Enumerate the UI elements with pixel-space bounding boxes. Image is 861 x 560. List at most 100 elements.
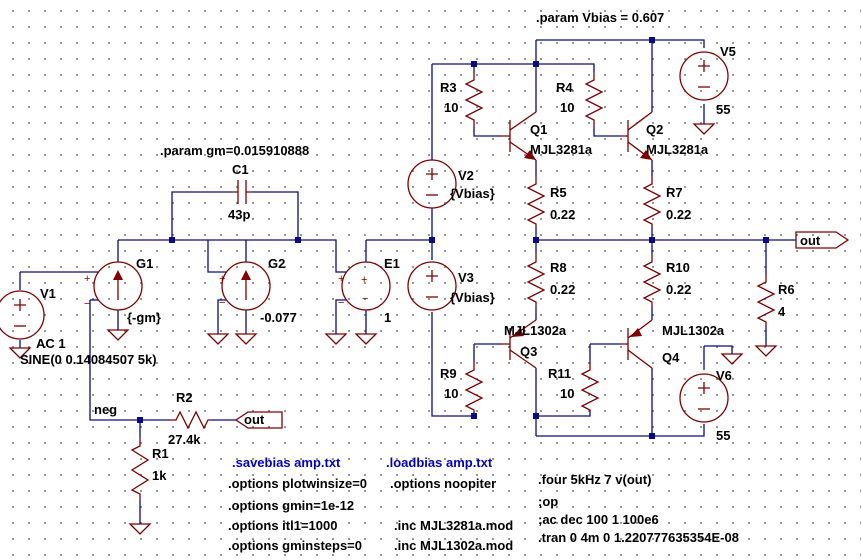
label-r3-name: R3 xyxy=(440,80,457,95)
label-v1-ac: AC 1 xyxy=(36,336,66,351)
label-r9-name: R9 xyxy=(440,366,457,381)
label-v2-value: {Vbias} xyxy=(450,186,495,201)
capacitor-c1[interactable] xyxy=(232,180,252,204)
directive-inc-3281: .inc MJL3281a.mod xyxy=(394,518,513,533)
transistor-q1[interactable] xyxy=(502,111,537,161)
label-r7-name: R7 xyxy=(666,185,683,200)
directive-tran: .tran 0 4m 0 1.220777635354E-08 xyxy=(538,530,739,545)
label-q4-name: Q4 xyxy=(662,350,680,365)
directive-inc-1302: .inc MJL1302a.mod xyxy=(394,538,513,553)
label-r2-name: R2 xyxy=(176,390,193,405)
svg-text:−: − xyxy=(84,298,90,310)
label-r5-name: R5 xyxy=(550,185,567,200)
label-r4-name: R4 xyxy=(556,80,573,95)
label-v6-name: V6 xyxy=(716,368,732,383)
vccs-g2[interactable]: + − xyxy=(219,261,271,311)
resistor-r3[interactable] xyxy=(464,72,484,126)
param-gm: .param gm=0.015910888 xyxy=(160,143,309,158)
label-q2-model: MJL3281a xyxy=(646,142,709,157)
svg-text:+: + xyxy=(338,273,344,285)
label-r8-name: R8 xyxy=(550,260,567,275)
label-v3-name: V3 xyxy=(458,270,474,285)
resistor-r1[interactable] xyxy=(130,438,150,500)
label-r6-value: 4 xyxy=(778,304,786,319)
label-v2-name: V2 xyxy=(458,168,474,183)
voltage-source-v5[interactable] xyxy=(679,51,729,101)
net-flag-out-main[interactable]: out xyxy=(795,231,850,249)
label-g2-value: -0.077 xyxy=(260,310,297,325)
directive-loadbias: .loadbias amp.txt xyxy=(386,455,493,470)
label-g2-name: G2 xyxy=(268,256,285,271)
label-g1-value: {-gm} xyxy=(127,310,161,325)
vcvs-e1[interactable]: + − + − xyxy=(338,261,391,311)
ground-symbols xyxy=(8,123,778,535)
svg-text:−: − xyxy=(219,297,225,309)
resistor-r6[interactable] xyxy=(756,274,776,326)
junction-dots xyxy=(137,37,769,439)
svg-text:−: − xyxy=(362,293,368,305)
param-vbias: .param Vbias = 0.607 xyxy=(536,10,664,25)
net-label-out-main: out xyxy=(800,233,821,248)
label-r5-value: 0.22 xyxy=(550,207,575,222)
spice-directives: .savebias amp.txt .loadbias amp.txt .opt… xyxy=(228,455,739,553)
net-flag-out-feedback[interactable]: out xyxy=(234,411,283,429)
label-r10-name: R10 xyxy=(666,260,690,275)
wires xyxy=(19,39,796,524)
resistor-r8[interactable] xyxy=(526,254,546,306)
label-q2-name: Q2 xyxy=(646,122,663,137)
label-r6-name: R6 xyxy=(778,282,795,297)
resistor-r7[interactable] xyxy=(642,176,662,226)
label-q1-model: MJL3281a xyxy=(530,142,593,157)
label-r11-name: R11 xyxy=(548,366,571,381)
svg-text:+: + xyxy=(84,273,90,285)
net-label-out-feedback: out xyxy=(244,412,265,427)
label-r4-value: 10 xyxy=(560,100,574,115)
label-c1-name: C1 xyxy=(232,162,249,177)
resistor-r5[interactable] xyxy=(526,176,546,226)
label-r8-value: 0.22 xyxy=(550,282,575,297)
transistor-q4[interactable] xyxy=(620,319,653,369)
label-r2-value: 27.4k xyxy=(168,432,201,447)
label-q1-name: Q1 xyxy=(530,122,547,137)
resistor-r11[interactable] xyxy=(580,362,600,412)
svg-text:+: + xyxy=(219,273,225,285)
transistor-q2[interactable] xyxy=(620,111,653,161)
label-r1-value: 1k xyxy=(152,468,167,483)
label-r7-value: 0.22 xyxy=(666,207,691,222)
directive-savebias: .savebias amp.txt xyxy=(232,455,341,470)
label-v1-value: SINE(0 0.14084507 5k) xyxy=(20,352,157,367)
resistor-r9[interactable] xyxy=(464,362,484,412)
label-v1-name: V1 xyxy=(40,286,56,301)
directive-gmin: .options gmin=1e-12 xyxy=(228,498,354,513)
label-c1-value: 43p xyxy=(228,207,250,222)
voltage-source-v3[interactable] xyxy=(407,261,457,311)
label-r3-value: 10 xyxy=(444,100,458,115)
svg-text:+: + xyxy=(361,274,367,286)
label-r1-name: R1 xyxy=(152,446,169,461)
directive-four: .four 5kHz 7 v(out) xyxy=(538,472,651,487)
label-v5-name: V5 xyxy=(720,44,736,59)
vccs-g1[interactable]: + − xyxy=(84,261,143,311)
labels: .param Vbias = 0.607 .param gm=0.0159108… xyxy=(20,10,795,483)
directive-noopiter: .options noopiter xyxy=(390,476,496,491)
voltage-source-v1[interactable] xyxy=(0,290,45,340)
voltage-source-v6[interactable] xyxy=(679,373,729,423)
resistor-r2[interactable] xyxy=(170,410,212,430)
label-q3-model: MJL1302a xyxy=(504,323,567,338)
label-r10-value: 0.22 xyxy=(666,282,691,297)
label-r9-value: 10 xyxy=(444,386,458,401)
label-v3-value: {Vbias} xyxy=(450,290,495,305)
directive-plotwinsize: .options plotwinsize=0 xyxy=(228,476,367,491)
transistor-q3[interactable] xyxy=(502,319,537,369)
label-v6-value: 55 xyxy=(716,428,730,443)
resistor-r10[interactable] xyxy=(642,254,662,306)
net-label-neg: neg xyxy=(94,402,117,417)
directive-gminsteps: .options gminsteps=0 xyxy=(228,538,362,553)
label-e1-name: E1 xyxy=(384,256,400,271)
label-r11-value: 10 xyxy=(560,386,574,401)
label-g1-name: G1 xyxy=(136,256,153,271)
resistor-r4[interactable] xyxy=(584,72,604,126)
directive-ac: ;ac dec 100 1 100e6 xyxy=(538,512,659,527)
voltage-source-v2[interactable] xyxy=(407,159,457,209)
